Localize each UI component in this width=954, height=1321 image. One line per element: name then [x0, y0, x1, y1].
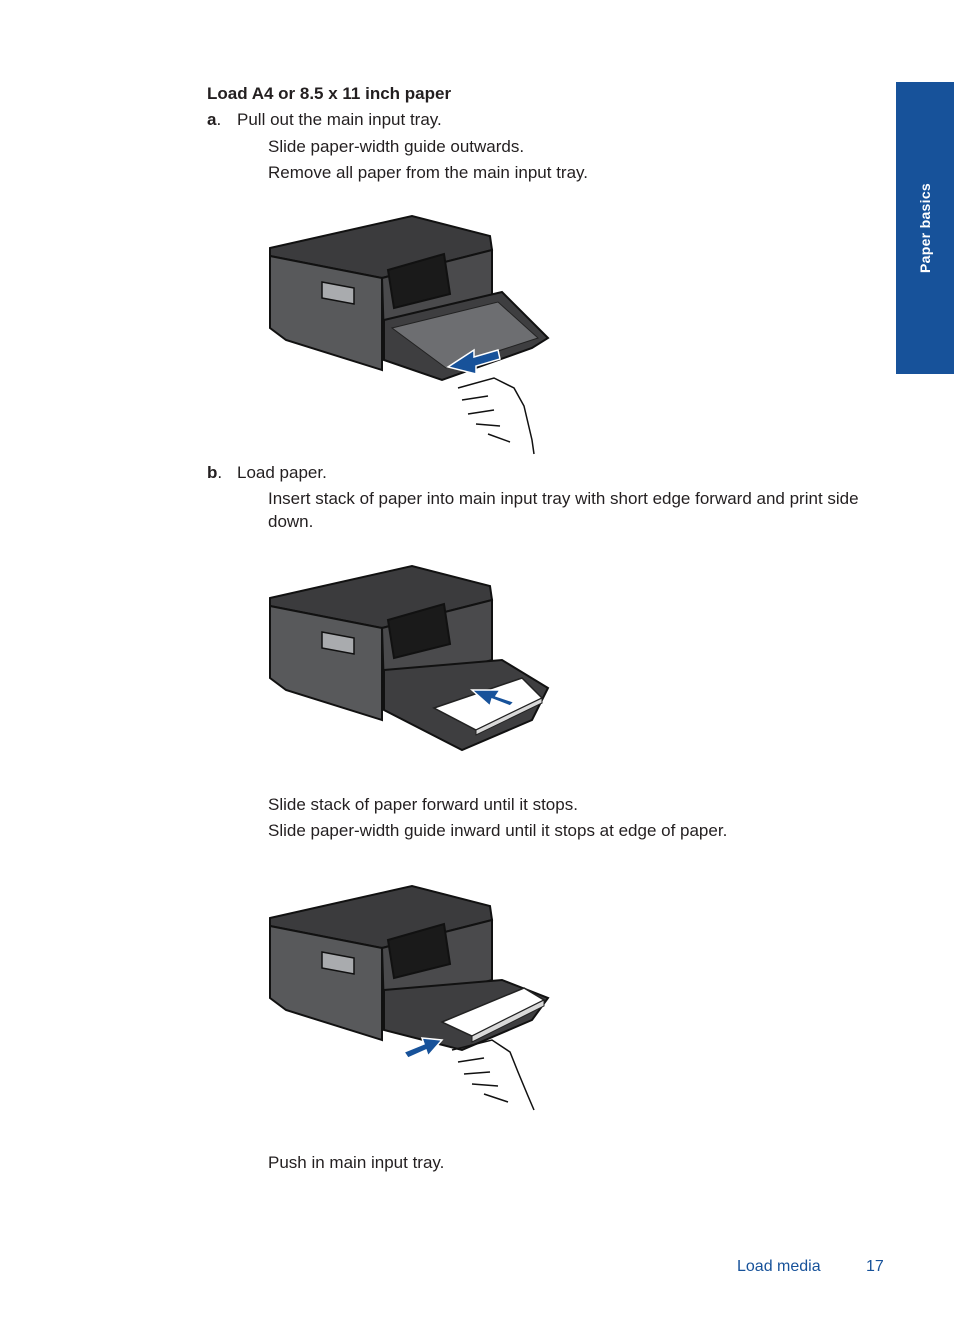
side-tab: Paper basics [896, 82, 954, 374]
step-a: a. Pull out the main input tray. [207, 110, 442, 129]
arrow-up-left-icon [470, 689, 516, 708]
step-b: b. Load paper. [207, 463, 327, 482]
hand-icon [457, 377, 535, 455]
step-b-substep-1: Insert stack of paper into main input tr… [268, 489, 859, 531]
footer-section-name: Load media [737, 1258, 821, 1275]
arrow-left-icon [446, 348, 501, 375]
section-heading: Load A4 or 8.5 x 11 inch paper [207, 84, 452, 103]
step-b-substep-2: Slide stack of paper forward until it st… [268, 795, 578, 814]
step-b-letter: b [207, 463, 218, 482]
step-b-substep-4: Push in main input tray. [268, 1153, 445, 1172]
hand-icon [451, 1039, 535, 1111]
side-tab-label: Paper basics [917, 183, 933, 273]
step-a-text: Pull out the main input tray. [237, 110, 442, 129]
step-a-letter: a [207, 110, 217, 129]
step-b-substep-3: Slide paper-width guide inward until it … [268, 821, 728, 840]
insert-paper-illustration [269, 564, 550, 752]
step-a-substep-2: Remove all paper from the main input tra… [268, 163, 588, 182]
arrow-up-right-icon [402, 1037, 444, 1059]
pull-out-tray-illustration [269, 214, 550, 455]
footer-page-number: 17 [866, 1258, 884, 1275]
step-b-text: Load paper. [237, 463, 327, 482]
step-a-substep-1: Slide paper-width guide outwards. [268, 137, 525, 156]
slide-guide-illustration [269, 884, 550, 1111]
